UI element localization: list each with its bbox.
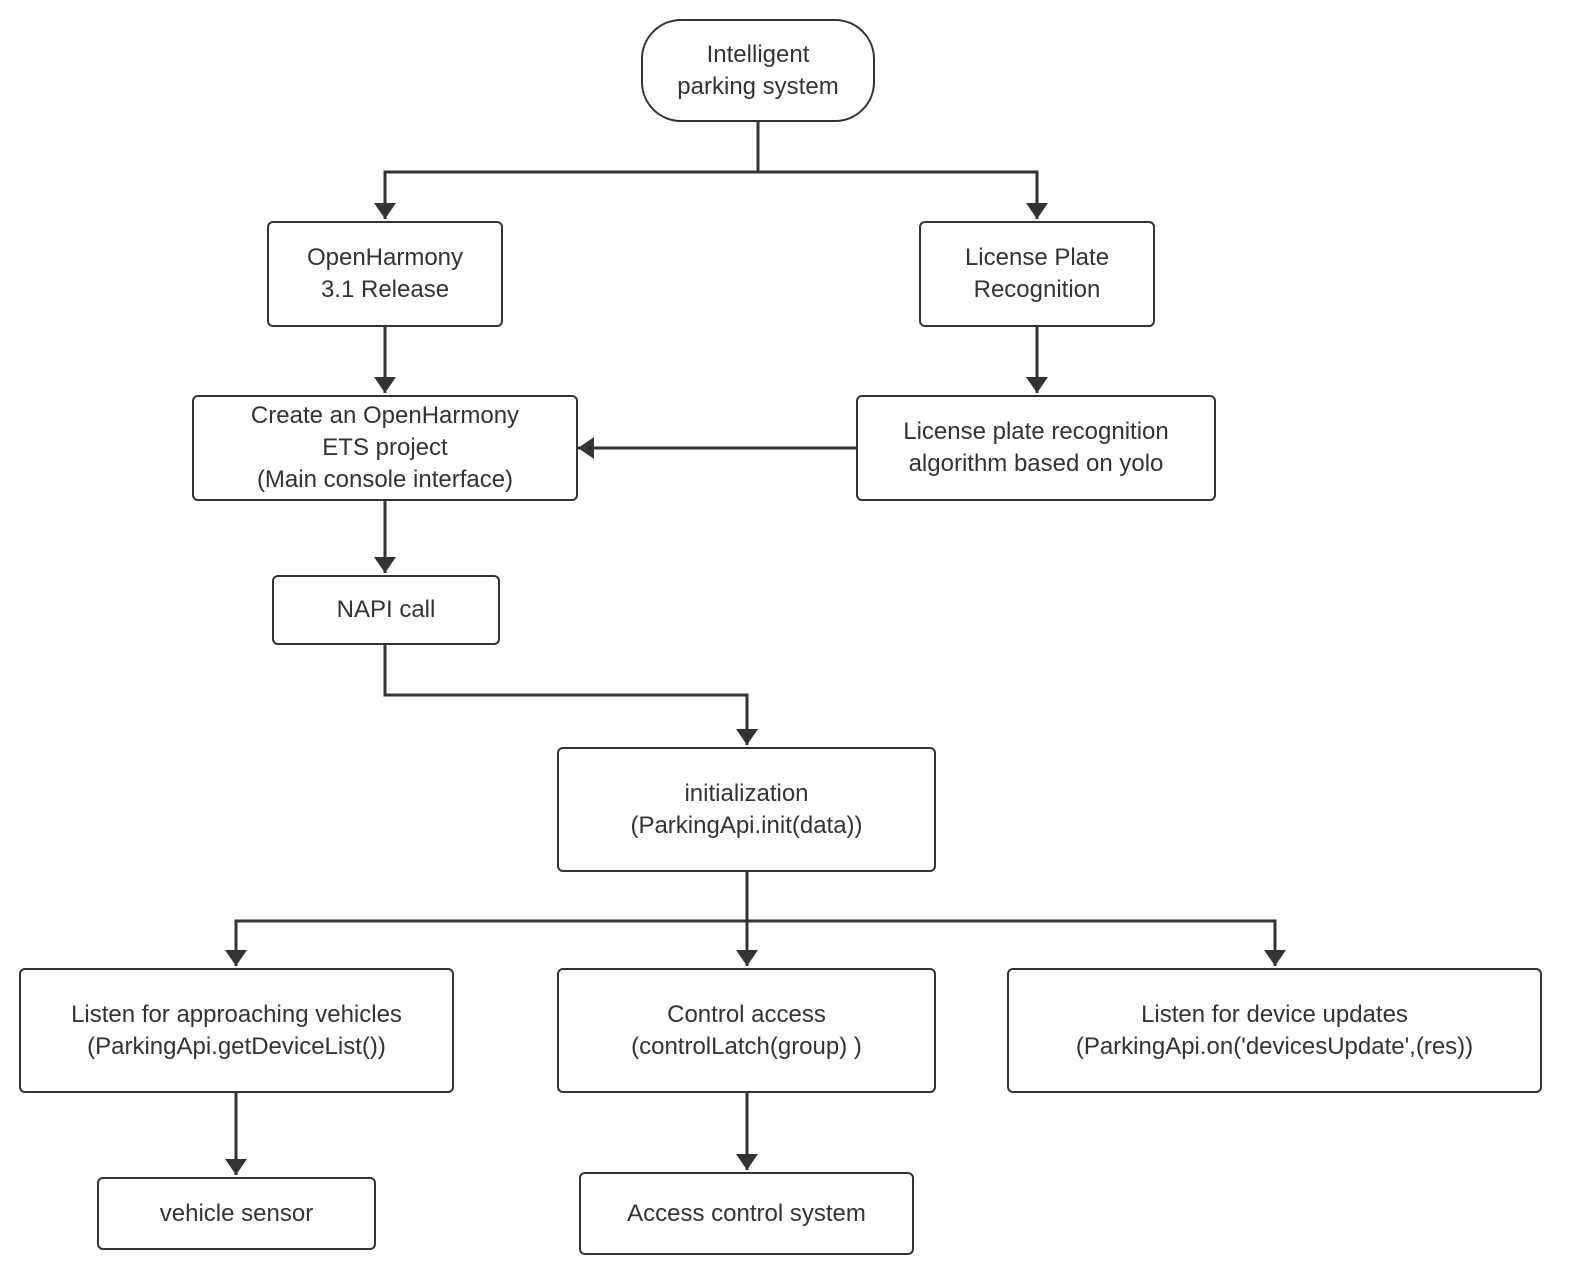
edge-root-to-lpr xyxy=(758,170,1048,219)
node-label-line: ETS project xyxy=(322,434,448,461)
node-label-line: initialization xyxy=(684,779,809,807)
node-listen-approaching-vehicles: Listen for approaching vehicles (Parking… xyxy=(19,968,454,1093)
node-label-line: License plate recognition xyxy=(903,418,1169,445)
node-label-line: Listen for device updates xyxy=(1141,1000,1408,1028)
node-access-control-system: Access control system xyxy=(579,1172,914,1255)
node-label-line: Listen for approaching vehicles xyxy=(71,1000,402,1028)
node-license-plate-recognition: License Plate Recognition xyxy=(919,221,1155,327)
node-vehicle-sensor: vehicle sensor xyxy=(97,1177,376,1250)
node-label-line: parking system xyxy=(677,72,839,100)
node-label-line: (Main console interface) xyxy=(256,466,514,493)
node-napi-call: NAPI call xyxy=(272,575,500,645)
node-label-line: (controlLatch(group) ) xyxy=(631,1032,862,1060)
node-create-ets-project: Create an OpenHarmony ETS project (Main … xyxy=(192,395,578,501)
node-label-line: Access control system xyxy=(627,1199,866,1227)
node-label-line: algorithm based on yolo xyxy=(908,450,1164,477)
edge-init-to-listen-devices xyxy=(747,919,1286,966)
node-label-line: Create an OpenHarmony xyxy=(250,402,520,429)
node-label-line: OpenHarmony xyxy=(306,244,464,271)
node-intelligent-parking-system: Intelligent parking system xyxy=(641,19,875,122)
edge-init-to-listen-vehicles xyxy=(225,872,749,966)
node-label-line: 3.1 Release xyxy=(320,276,450,303)
node-listen-device-updates: Listen for device updates (ParkingApi.on… xyxy=(1007,968,1542,1093)
edge-napi-to-init xyxy=(383,645,758,745)
node-openharmony-release: OpenHarmony 3.1 Release xyxy=(267,221,503,327)
node-label-line: (ParkingApi.init(data)) xyxy=(630,811,863,839)
node-yolo-recognition-algorithm: License plate recognition algorithm base… xyxy=(856,395,1216,501)
node-label-line: License Plate xyxy=(964,244,1110,271)
node-initialization: initialization (ParkingApi.init(data)) xyxy=(557,747,936,872)
node-label-line: NAPI call xyxy=(336,596,436,623)
node-label-line: (ParkingApi.on('devicesUpdate',(res)) xyxy=(1075,1032,1474,1060)
edge-root-to-openharmony xyxy=(374,121,760,219)
node-label-line: Recognition xyxy=(973,276,1101,303)
node-label-line: vehicle sensor xyxy=(159,1199,314,1227)
node-label-line: Control access xyxy=(667,1000,826,1028)
node-label-line: (ParkingApi.getDeviceList()) xyxy=(87,1032,386,1060)
node-label-line: Intelligent xyxy=(706,40,810,68)
node-control-access: Control access (controlLatch(group) ) xyxy=(557,968,936,1093)
